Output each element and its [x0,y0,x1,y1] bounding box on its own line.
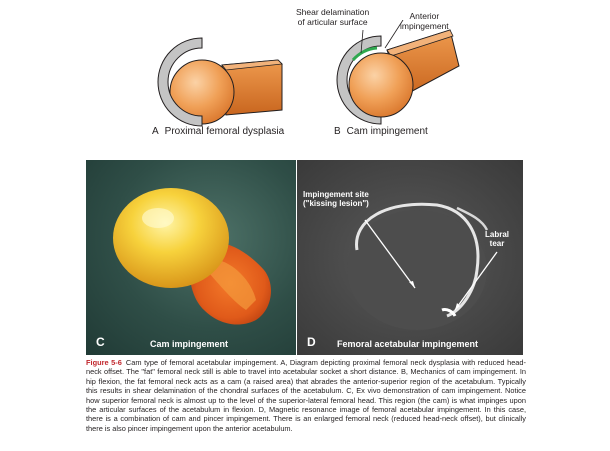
shear-annotation: Shear delamination of articular surface [296,7,370,27]
panel-a-letter: A [152,126,159,137]
mri-image [297,160,523,355]
figure-caption-text: Cam type of femoral acetabular impingeme… [86,358,526,433]
panel-b-title: Cam impingement [346,126,428,137]
photo-d: Impingement site ("kissing lesion") Labr… [297,160,523,355]
acetabulum-a [157,37,203,127]
shear-leader-line [360,29,364,54]
anterior-leader-line [384,20,404,49]
photo-c: C Cam impingement [86,160,296,355]
anterior-annotation: Anterior impingement [400,11,449,31]
femoral-specimen-image [113,188,271,325]
panel-b-label: B Cam impingement [334,126,428,137]
femoral-head-b [348,52,414,118]
impingement-arrow [364,219,416,289]
labral-tear-arrow [454,251,498,311]
figure-label: Figure 5-6 [86,358,122,367]
acetabulum-b [336,35,382,125]
diagram-a [157,37,283,127]
impingement-site-note: Impingement site ("kissing lesion") [303,190,369,208]
panel-d-caption: Femoral acetabular impingement [337,339,479,349]
panel-d-letter: D [307,335,316,349]
panel-a-label: A Proximal femoral dysplasia [152,126,284,137]
diagram-b [336,20,460,125]
shear-delamination-mark [351,46,378,62]
panel-c-caption: Cam impingement [150,339,229,349]
femoral-neck-a [221,59,283,116]
panel-a-title: Proximal femoral dysplasia [164,126,285,137]
panel-b-letter: B [334,126,341,137]
labral-tear-note: Labral tear [485,230,510,248]
panel-c-letter: C [96,335,105,349]
